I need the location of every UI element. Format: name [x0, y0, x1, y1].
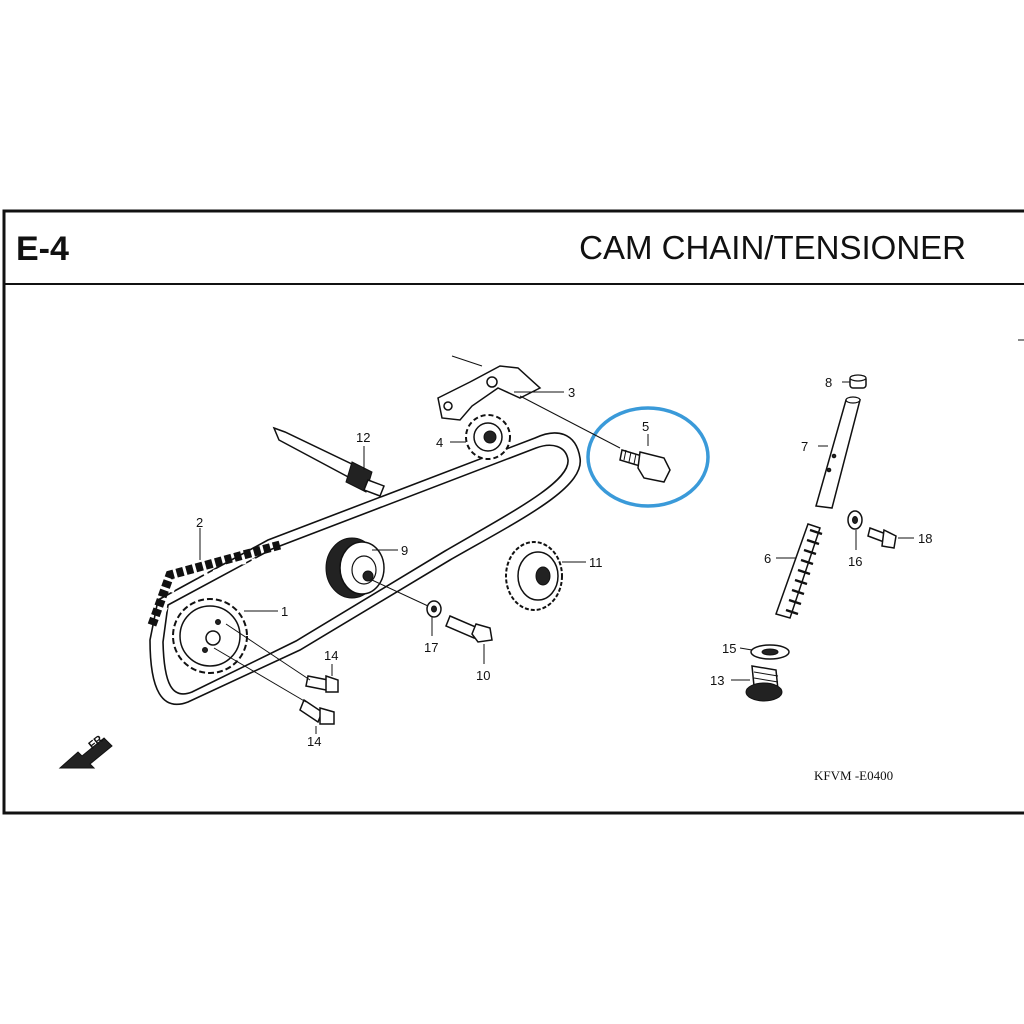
cam-chain[interactable]: [147, 432, 581, 706]
callout-14-upper[interactable]: 14: [324, 648, 338, 663]
callout-8[interactable]: 8: [825, 375, 832, 390]
tensioner-spring[interactable]: [775, 523, 823, 619]
callout-2[interactable]: 2: [196, 515, 203, 530]
callout-3[interactable]: 3: [568, 385, 575, 400]
diagram-frame: [2, 209, 1024, 815]
callout-labels: 1 2 3 4 5 6 7 8 9 10 11 12 13 14 14 15 1…: [196, 375, 932, 749]
front-arrow-icon: [58, 733, 113, 769]
callout-1[interactable]: 1: [281, 604, 288, 619]
small-sprocket[interactable]: [465, 414, 511, 460]
callout-14-lower[interactable]: 14: [307, 734, 321, 749]
callout-17[interactable]: 17: [424, 640, 438, 655]
callout-15[interactable]: 15: [722, 641, 736, 656]
bolt-18[interactable]: [867, 527, 897, 549]
section-title: CAM CHAIN/TENSIONER: [579, 229, 966, 266]
guide-shaft[interactable]: [272, 426, 385, 497]
callout-10[interactable]: 10: [476, 668, 490, 683]
washer-17[interactable]: [426, 600, 442, 618]
crank-sprocket[interactable]: [172, 598, 248, 674]
bolt-14-lower[interactable]: [299, 698, 335, 725]
idler-roller[interactable]: [505, 541, 563, 611]
tensioner-cap[interactable]: [849, 374, 867, 389]
plug-bolt-13[interactable]: [745, 665, 783, 702]
tensioner-lifter[interactable]: [815, 396, 861, 509]
tensioner-bracket[interactable]: [437, 365, 542, 421]
callout-4[interactable]: 4: [436, 435, 443, 450]
reference-code: KFVM -E0400: [814, 768, 893, 783]
leader-lines: [199, 355, 914, 734]
bolt-14-upper[interactable]: [305, 674, 339, 693]
washer-15[interactable]: [750, 644, 790, 660]
tensioner-roller[interactable]: [325, 537, 385, 599]
washer-16[interactable]: [847, 510, 863, 530]
callout-13[interactable]: 13: [710, 673, 724, 688]
callout-12[interactable]: 12: [356, 430, 370, 445]
section-code: E-4: [16, 230, 69, 268]
callout-5[interactable]: 5: [642, 419, 649, 434]
highlight-circle: [586, 406, 710, 508]
callout-7[interactable]: 7: [801, 439, 808, 454]
callout-16[interactable]: 16: [848, 554, 862, 569]
callout-18[interactable]: 18: [918, 531, 932, 546]
chain-links: [147, 540, 283, 631]
callout-11[interactable]: 11: [589, 555, 603, 570]
bolt-10[interactable]: [445, 615, 493, 643]
callout-6[interactable]: 6: [764, 551, 771, 566]
callout-9[interactable]: 9: [401, 543, 408, 558]
tensioner-bolt[interactable]: [619, 449, 671, 483]
